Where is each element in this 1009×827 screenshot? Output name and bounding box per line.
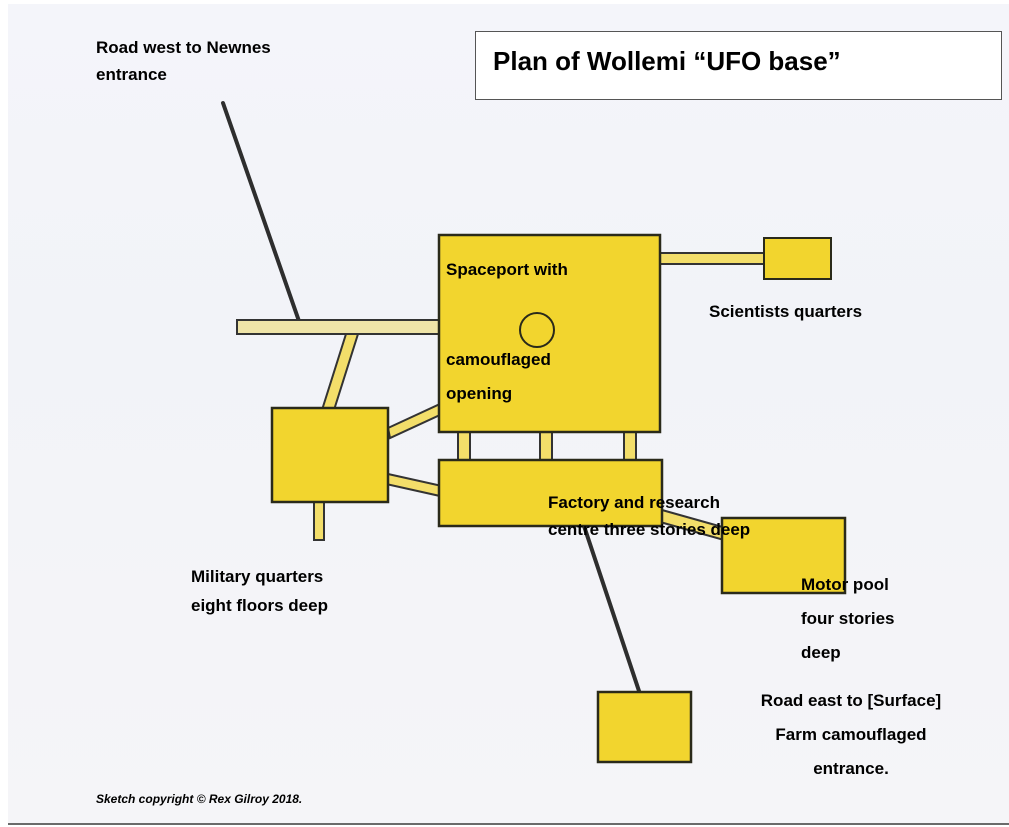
spaceport-scientists-connector <box>657 252 767 265</box>
spaceport-label-line-2: camouflaged <box>446 350 551 369</box>
road-west-connector <box>236 319 443 335</box>
military-stub <box>313 499 325 541</box>
factory-label-line-2: centre three stories deep <box>548 520 751 539</box>
sketch-credit: Sketch copyright © Rex Gilroy 2018. <box>96 792 303 806</box>
spaceport-label-line-3: opening <box>446 384 513 403</box>
spaceport-building <box>437 233 662 434</box>
military-label-line-1: Military quarters <box>191 567 324 586</box>
road-west-label-line-2: entrance <box>96 65 167 84</box>
motor-pool-label-line-1: Motor pool <box>801 575 889 594</box>
road-east-label-line-1: Road east to [Surface] <box>760 691 942 710</box>
scientists-quarters-building <box>763 237 832 280</box>
road-west-label: Road west to Newnes entrance <box>96 34 271 88</box>
road-west-label-line-1: Road west to Newnes <box>96 38 271 57</box>
factory-building <box>437 458 664 528</box>
road-east-label-line-3: entrance. <box>813 759 889 778</box>
title-box <box>475 31 1002 100</box>
farm-entrance-building <box>596 690 693 764</box>
military-label-line-2: eight floors deep <box>191 596 328 615</box>
camouflaged-opening <box>519 312 555 348</box>
military-spaceport-connector <box>386 402 444 440</box>
road-east-label: Road east to [Surface] Farm camouflaged … <box>712 684 990 786</box>
spaceport-label-line-1: Spaceport with <box>446 260 568 279</box>
scientists-quarters-label: Scientists quarters <box>709 302 863 321</box>
diagram-title: Plan of Wollemi “UFO base” <box>493 46 841 76</box>
motor-pool-label-line-2: four stories <box>801 609 895 628</box>
military-quarters-building <box>270 406 390 504</box>
spaceport-factory-links <box>457 429 637 463</box>
road-east-line <box>580 518 642 696</box>
road-west-line <box>221 101 302 326</box>
military-factory-connector <box>384 472 444 498</box>
road-to-military <box>320 333 360 411</box>
military-quarters-label: Military quarters eight floors deep <box>191 562 328 620</box>
motor-pool-label: Motor pool four stories deep <box>801 568 895 670</box>
road-east-label-line-2: Farm camouflaged <box>775 725 927 744</box>
factory-label-line-1: Factory and research <box>548 493 720 512</box>
motor-pool-building <box>720 516 847 595</box>
motor-pool-label-line-3: deep <box>801 643 841 662</box>
factory-label: Factory and research centre three storie… <box>548 489 750 543</box>
